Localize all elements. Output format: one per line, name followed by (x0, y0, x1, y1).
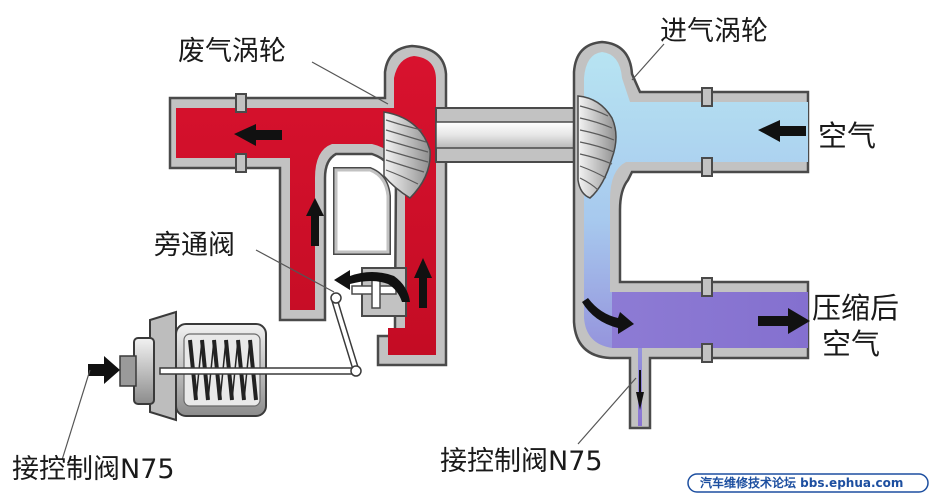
exhaust-gas (176, 56, 436, 355)
exhaust-side (168, 44, 448, 367)
compressor-wheel-icon (577, 95, 617, 199)
label-exhaust-turbine: 废气涡轮 (178, 36, 286, 67)
turbine-wheel-icon (383, 111, 431, 199)
label-air-in: 空气 (818, 119, 876, 153)
flow-arrow-icon (758, 120, 806, 142)
label-compressed-air-line2: 空气 (822, 327, 880, 361)
flow-arrows (88, 120, 810, 410)
watermark-text: 汽车维修技术论坛 bbs.ephua.com (700, 475, 903, 490)
label-bypass-valve: 旁通阀 (154, 230, 235, 261)
label-compressed-air-line1: 压缩后 (812, 291, 899, 325)
wastegate-actuator (119, 292, 362, 422)
flow-arrow-icon (306, 198, 324, 246)
label-control-valve-left: 接控制阀N75 (12, 454, 175, 485)
flow-arrow-icon (88, 356, 120, 384)
intake-flange (701, 87, 713, 363)
watermark: 汽车维修技术论坛 bbs.ephua.com (687, 473, 929, 493)
leader-lines (61, 43, 665, 461)
turbo-shaft (435, 107, 587, 163)
flow-arrow-icon (334, 270, 410, 302)
flow-arrow-icon (758, 308, 810, 334)
flow-arrow-icon (636, 392, 644, 410)
label-control-valve-right: 接控制阀N75 (440, 446, 603, 477)
flow-arrow-icon (234, 124, 282, 146)
intake-side (572, 40, 810, 430)
label-intake-turbine: 进气涡轮 (660, 16, 768, 47)
exhaust-flange (235, 93, 247, 173)
flow-arrow-icon (582, 298, 634, 334)
flow-arrow-icon (414, 258, 432, 308)
